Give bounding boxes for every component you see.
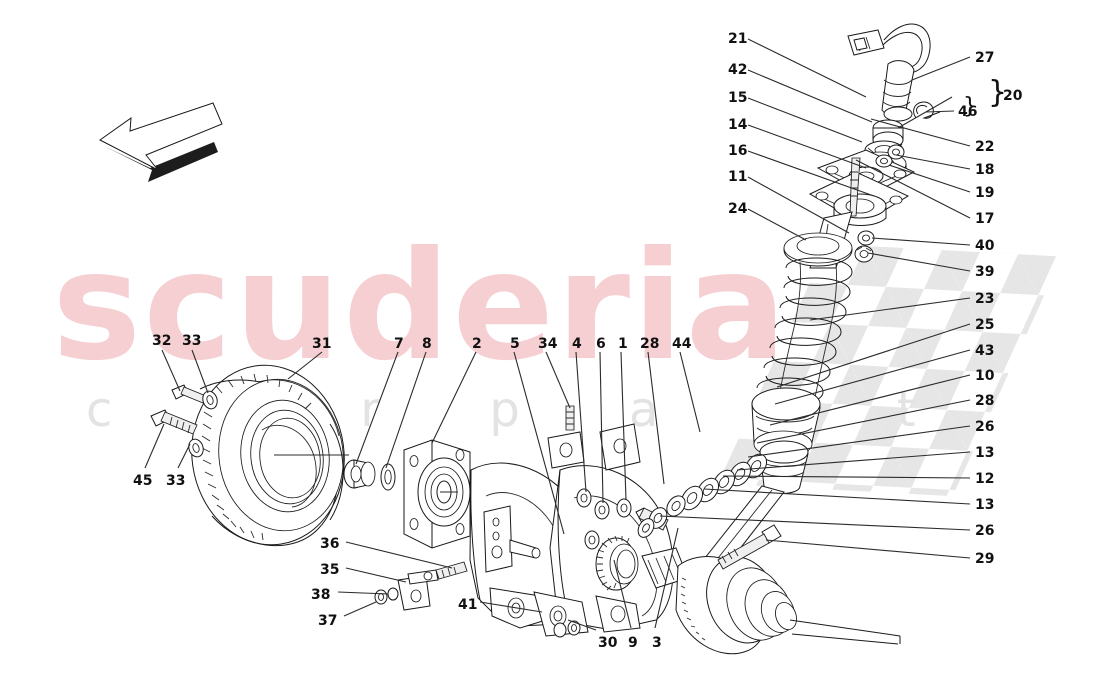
callout-label-39: 39 bbox=[975, 264, 995, 280]
callout-label-44: 44 bbox=[672, 336, 692, 352]
direction-arrow-icon bbox=[99, 102, 223, 182]
callout-label-5: 5 bbox=[510, 336, 520, 352]
callout-label-19: 19 bbox=[975, 185, 995, 201]
callout-label-15: 15 bbox=[728, 90, 748, 106]
callout-label-4: 4 bbox=[572, 336, 582, 352]
callout-label-14: 14 bbox=[728, 117, 748, 133]
callout-label-3: 3 bbox=[652, 635, 662, 651]
callout-label-27: 27 bbox=[975, 50, 995, 66]
callout-label-21: 21 bbox=[728, 31, 748, 47]
callout-label-13: 13 bbox=[975, 497, 995, 513]
group-bracket-small-icon: } bbox=[963, 94, 977, 119]
callout-label-35: 35 bbox=[320, 562, 340, 578]
callout-label-33: 33 bbox=[166, 473, 186, 489]
callout-label-42: 42 bbox=[728, 62, 748, 78]
callout-label-26: 26 bbox=[975, 419, 995, 435]
callout-label-20: 20 bbox=[1003, 88, 1023, 104]
hub-carrier-body bbox=[533, 405, 674, 638]
callout-label-11: 11 bbox=[728, 169, 748, 185]
hub-bearing-spacer bbox=[343, 459, 396, 491]
callout-label-38: 38 bbox=[311, 587, 331, 603]
sensor-bracket bbox=[374, 561, 468, 611]
callout-label-25: 25 bbox=[975, 317, 995, 333]
callout-label-40: 40 bbox=[975, 238, 995, 254]
callout-label-10: 10 bbox=[975, 368, 995, 384]
callout-label-34: 34 bbox=[538, 336, 558, 352]
callout-label-2: 2 bbox=[472, 336, 482, 352]
callout-label-31: 31 bbox=[312, 336, 332, 352]
shock-absorber-assembly bbox=[637, 23, 941, 611]
leader-lines bbox=[144, 38, 971, 631]
callout-label-28: 28 bbox=[975, 393, 995, 409]
callout-label-22: 22 bbox=[975, 139, 995, 155]
callout-label-16: 16 bbox=[728, 143, 748, 159]
brake-disc bbox=[191, 364, 349, 547]
callout-label-23: 23 bbox=[975, 291, 995, 307]
callout-label-43: 43 bbox=[975, 343, 995, 359]
wheel-hub bbox=[403, 439, 471, 549]
callout-label-7: 7 bbox=[394, 336, 404, 352]
callout-label-46: 46 bbox=[958, 104, 978, 120]
callout-label-33: 33 bbox=[182, 333, 202, 349]
callout-label-17: 17 bbox=[975, 211, 995, 227]
disc-fasteners bbox=[150, 384, 218, 458]
callout-label-8: 8 bbox=[422, 336, 432, 352]
callout-label-37: 37 bbox=[318, 613, 338, 629]
group-bracket-icon: } bbox=[988, 75, 1008, 110]
callout-label-24: 24 bbox=[728, 201, 748, 217]
callout-label-18: 18 bbox=[975, 162, 995, 178]
callout-label-45: 45 bbox=[133, 473, 153, 489]
callout-label-6: 6 bbox=[596, 336, 606, 352]
callout-label-9: 9 bbox=[628, 635, 638, 651]
callout-label-41: 41 bbox=[458, 597, 478, 613]
callout-label-36: 36 bbox=[320, 536, 340, 552]
callout-label-1: 1 bbox=[618, 336, 628, 352]
callout-label-30: 30 bbox=[598, 635, 618, 651]
callout-label-29: 29 bbox=[975, 551, 995, 567]
callout-label-13: 13 bbox=[975, 445, 995, 461]
callout-label-28: 28 bbox=[640, 336, 660, 352]
callout-label-26: 26 bbox=[975, 523, 995, 539]
driveshaft-cv-joint bbox=[641, 524, 901, 655]
callout-label-32: 32 bbox=[152, 333, 172, 349]
callout-label-12: 12 bbox=[975, 471, 995, 487]
